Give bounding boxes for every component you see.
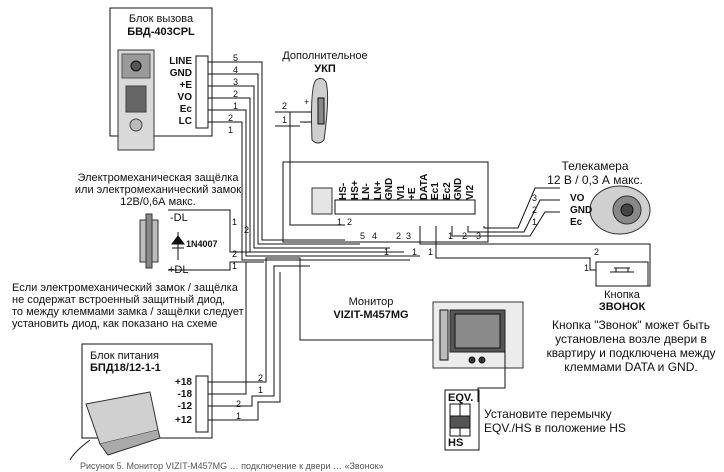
monitor-wire-num: 1 <box>337 217 343 227</box>
monitor-wire-num: 3 <box>476 231 482 241</box>
diode-note-1: Если электромеханический замок / защёлка <box>12 282 238 294</box>
lock-text-2: или электромеханический замок <box>74 184 242 196</box>
monitor-terminal-label: LN+ <box>372 180 384 200</box>
jumper-bottom-label: HS <box>448 437 464 449</box>
lock-wire-num: 2 <box>232 249 238 259</box>
bell-title: Кнопка <box>604 289 640 301</box>
call-panel-box <box>109 7 213 137</box>
call-panel-term-line: LINE <box>169 56 192 67</box>
monitor-wire-num: 4 <box>372 231 378 241</box>
monitor-terminal-label: VI2 <box>464 184 476 200</box>
monitor-model: VIZIT-M457MG <box>333 309 409 321</box>
call-panel-wire-num: 2 <box>233 89 239 99</box>
monitor-terminal-label: HS+ <box>349 180 361 200</box>
monitor-terminal-label: HS- <box>338 182 349 200</box>
call-panel-term-vo: VO <box>177 92 192 103</box>
power-wire-num: 1 <box>258 385 264 395</box>
camera-term-ec: Ec <box>570 217 583 228</box>
call-panel-wire-num: 2 <box>228 113 234 123</box>
lock-plus-dl: +DL <box>168 264 189 276</box>
power-term-m12: -12 <box>177 401 192 412</box>
bell-wire-num: 2 <box>594 247 600 257</box>
ukp-plus: + <box>304 97 310 107</box>
monitor-terminal-label: Ec2 <box>441 182 453 200</box>
lock-wire-num: 2 <box>244 225 250 235</box>
monitor-wire-num: 5 <box>360 231 366 241</box>
call-panel-title: Блок вызова <box>128 13 194 25</box>
bell-note-2: установлена возле двери в <box>555 332 707 346</box>
call-panel-wire-num: 1 <box>233 101 239 111</box>
call-panel-term-lc: LC <box>178 116 192 127</box>
diode-note-4: установить диод, как показано на схеме <box>12 318 218 330</box>
jumper-box <box>444 389 480 451</box>
diode-note-3: то между клеммами замка / защёлки следуе… <box>12 306 244 318</box>
camera-term-gnd: GND <box>570 205 593 216</box>
monitor-wire-num: 3 <box>406 231 412 241</box>
camera-term-vo: VO <box>570 193 585 204</box>
monitor-wire-num: 1 <box>384 247 390 257</box>
call-panel-wire-num: 5 <box>233 53 239 63</box>
monitor-wire-num: 1 <box>428 247 434 257</box>
call-panel-term-e: +E <box>179 80 192 91</box>
call-panel-model: БВД-403CPL <box>127 26 195 38</box>
monitor-wire-num: 2 <box>462 231 468 241</box>
power-title: Блок питания <box>90 350 159 362</box>
lock-minus-dl: -DL <box>170 212 188 224</box>
power-wire-num: 2 <box>236 399 242 409</box>
lock-text-3: 12В/0,6А макс. <box>120 196 196 208</box>
bell-note-4: клеммами DATA и GND. <box>564 360 698 374</box>
jumper-top-label: EQV. <box>448 392 474 404</box>
camera-wire-num: 2 <box>532 205 538 215</box>
bell-wire-num: 1 <box>584 263 590 273</box>
lock-wire-num: 1 <box>232 261 238 271</box>
monitor-wire-num: 1 <box>448 231 454 241</box>
ukp-minus: - <box>304 117 307 127</box>
power-wire-num: 1 <box>236 411 242 421</box>
bell-model: ЗВОНОК <box>598 301 646 313</box>
monitor-wire-num: 2 <box>396 231 402 241</box>
jumper-note-1: Установите перемычку <box>484 407 612 421</box>
diode-note-2: не содержат встроенный защитный диод, <box>12 294 226 306</box>
monitor-terminal-label: LN- <box>361 183 372 200</box>
monitor-wire-num: 2 <box>347 217 353 227</box>
call-panel-term-gnd: GND <box>169 68 192 79</box>
figure-caption: Рисунок 5. Монитор VIZIT-M457MG … подклю… <box>80 461 384 471</box>
camera-wire-num: 3 <box>532 193 538 203</box>
lock-text-1: Электромеханическая защёлка <box>77 172 239 184</box>
power-model: БПД18/12-1-1 <box>90 362 161 374</box>
jumper-note-2: EQV./HS в положение HS <box>484 421 626 435</box>
monitor-terminal-label: GND <box>384 177 395 200</box>
monitor-terminal-box <box>282 161 489 243</box>
monitor-terminal-label: Ec1 <box>430 182 441 200</box>
power-wire-num: 2 <box>258 373 264 383</box>
lock-wire-num: 1 <box>232 217 238 227</box>
camera-wire-num: 1 <box>532 217 538 227</box>
call-panel-wire-num: 3 <box>233 77 239 87</box>
bell-button-box <box>595 261 649 287</box>
ukp-model: УКП <box>314 63 336 75</box>
power-term-p18: +18 <box>175 377 192 388</box>
monitor-title: Монитор <box>348 296 394 308</box>
monitor-terminal-label: +E <box>407 187 418 200</box>
monitor-terminal-label: GND <box>453 177 464 200</box>
camera-title: Телекамера <box>561 159 629 173</box>
monitor-wire-num: 1 <box>412 247 418 257</box>
bell-note-3: квартиру и подключена между <box>546 346 716 360</box>
ukp-wire-num: 1 <box>282 115 288 125</box>
call-panel-term-ec: Ec <box>179 104 192 115</box>
call-panel-wire-num: 4 <box>233 65 239 75</box>
ukp-wire-num: 2 <box>282 101 288 111</box>
bell-note-1: Кнопка "Звонок" может быть <box>551 318 711 332</box>
ukp-title: Дополнительное <box>282 50 368 62</box>
monitor-terminal-label: VI1 <box>395 184 407 200</box>
power-term-p12: +12 <box>175 415 192 426</box>
camera-spec: 12 В / 0,3 А макс. <box>547 173 643 187</box>
call-panel-wire-num: 1 <box>228 125 234 135</box>
power-term-m18: -18 <box>177 389 192 400</box>
lock-diode: 1N4007 <box>186 239 218 249</box>
monitor-terminal-label: DATA <box>418 173 430 200</box>
